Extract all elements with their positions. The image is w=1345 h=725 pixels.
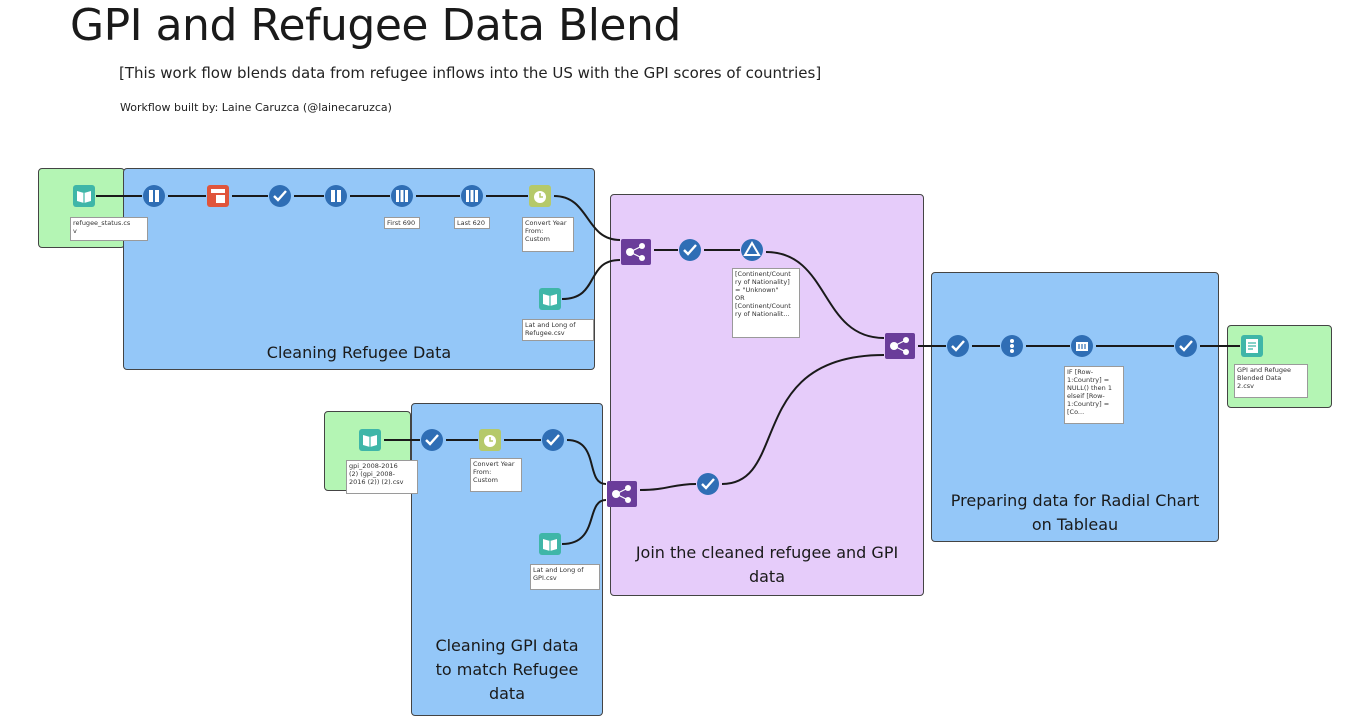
data-cleansing-tool-4[interactable] [1174,334,1198,358]
input-data-tool-refugee[interactable] [72,184,96,208]
workflow-credit: Workflow built by: Laine Caruzca (@laine… [120,101,392,114]
data-cleansing-tool-5[interactable] [696,472,720,496]
check-icon [947,335,969,357]
workflow-subtitle: [This work flow blends data from refugee… [119,64,822,82]
book-icon [539,288,561,310]
data-cleansing-tool-gpi-2[interactable] [541,428,565,452]
check-icon [269,185,291,207]
container-cleaning-refugee[interactable]: Cleaning Refugee Data [123,168,595,370]
annotation-refugee-input: refugee_status.cs v [70,217,148,241]
filter-tool[interactable] [740,238,764,262]
dots-vertical-icon [1001,335,1023,357]
connection [566,439,607,485]
multi-row-formula-tool[interactable] [1070,334,1094,358]
container-cleaning-gpi[interactable]: Cleaning GPI data to match Refugee data [411,403,603,716]
join-icon [885,333,915,359]
check-icon [679,239,701,261]
connection [639,483,697,491]
annotation-last: Last 620 [454,217,490,229]
connection [561,499,607,545]
document-icon [1241,335,1263,357]
annotation-convert-gpi: Convert Year From: Custom [470,458,522,492]
join-icon [621,239,651,265]
container-cleaning-gpi-label: Cleaning GPI data to match Refugee data [435,636,579,703]
calendar-clock-icon [529,185,551,207]
container-join[interactable]: Join the cleaned refugee and GPI data [610,194,924,596]
select-tool-1[interactable] [142,184,166,208]
data-cleansing-tool-1[interactable] [268,184,292,208]
calendar-clock-icon [479,429,501,451]
select-columns-icon [143,185,165,207]
crosstab-icon [207,185,229,207]
sample-rows-icon [391,185,413,207]
annotation-output: GPI and Refugee Blended Data 2.csv [1234,364,1308,398]
connection [553,195,621,241]
sample-rows-icon [461,185,483,207]
input-data-tool-latlong-refugee[interactable] [538,287,562,311]
data-cleansing-tool-gpi-1[interactable] [420,428,444,452]
check-icon [1175,335,1197,357]
container-cleaning-refugee-label: Cleaning Refugee Data [266,343,452,362]
input-data-tool-gpi[interactable] [358,428,382,452]
triangle-filter-icon [741,239,763,261]
select-tool-2[interactable] [324,184,348,208]
data-cleansing-tool-2[interactable] [678,238,702,262]
book-icon [359,429,381,451]
annotation-first: First 690 [384,217,420,229]
annotation-filter: [Continent/Count ry of Nationality] = "U… [732,268,800,338]
container-join-label: Join the cleaned refugee and GPI data [635,543,899,586]
check-icon [697,473,719,495]
join-icon [607,481,637,507]
container-preparing-label: Preparing data for Radial Chart on Table… [950,491,1200,534]
connection [561,259,621,300]
output-data-tool[interactable] [1240,334,1264,358]
book-icon [539,533,561,555]
annotation-latlong-refugee: Lat and Long of Refugee.csv [522,319,594,341]
sample-tool-last[interactable] [460,184,484,208]
join-tool-3[interactable] [606,480,637,507]
annotation-formula: IF [Row- 1:Country] = NULL() then 1 else… [1064,366,1124,424]
check-icon [542,429,564,451]
data-cleansing-tool-3[interactable] [946,334,970,358]
annotation-latlong-gpi: Lat and Long of GPI.csv [530,564,600,590]
input-data-tool-latlong-gpi[interactable] [538,532,562,556]
connection [765,251,885,339]
sample-tool-first[interactable] [390,184,414,208]
join-tool-2[interactable] [884,332,915,359]
datetime-tool-gpi[interactable] [478,428,502,452]
annotation-gpi-input: gpi_2008-2016 (2) (gpi_2008- 2016 (2)) (… [346,460,418,494]
crosstab-tool[interactable] [206,184,230,208]
connection [721,354,885,485]
select-columns-icon [325,185,347,207]
multi-row-icon [1071,335,1093,357]
workflow-title: GPI and Refugee Data Blend [70,0,681,51]
book-icon [73,185,95,207]
unique-tool[interactable] [1000,334,1024,358]
datetime-tool-refugee[interactable] [528,184,552,208]
annotation-convert-refugee: Convert Year From: Custom [522,217,574,252]
check-icon [421,429,443,451]
join-tool-1[interactable] [620,238,651,265]
